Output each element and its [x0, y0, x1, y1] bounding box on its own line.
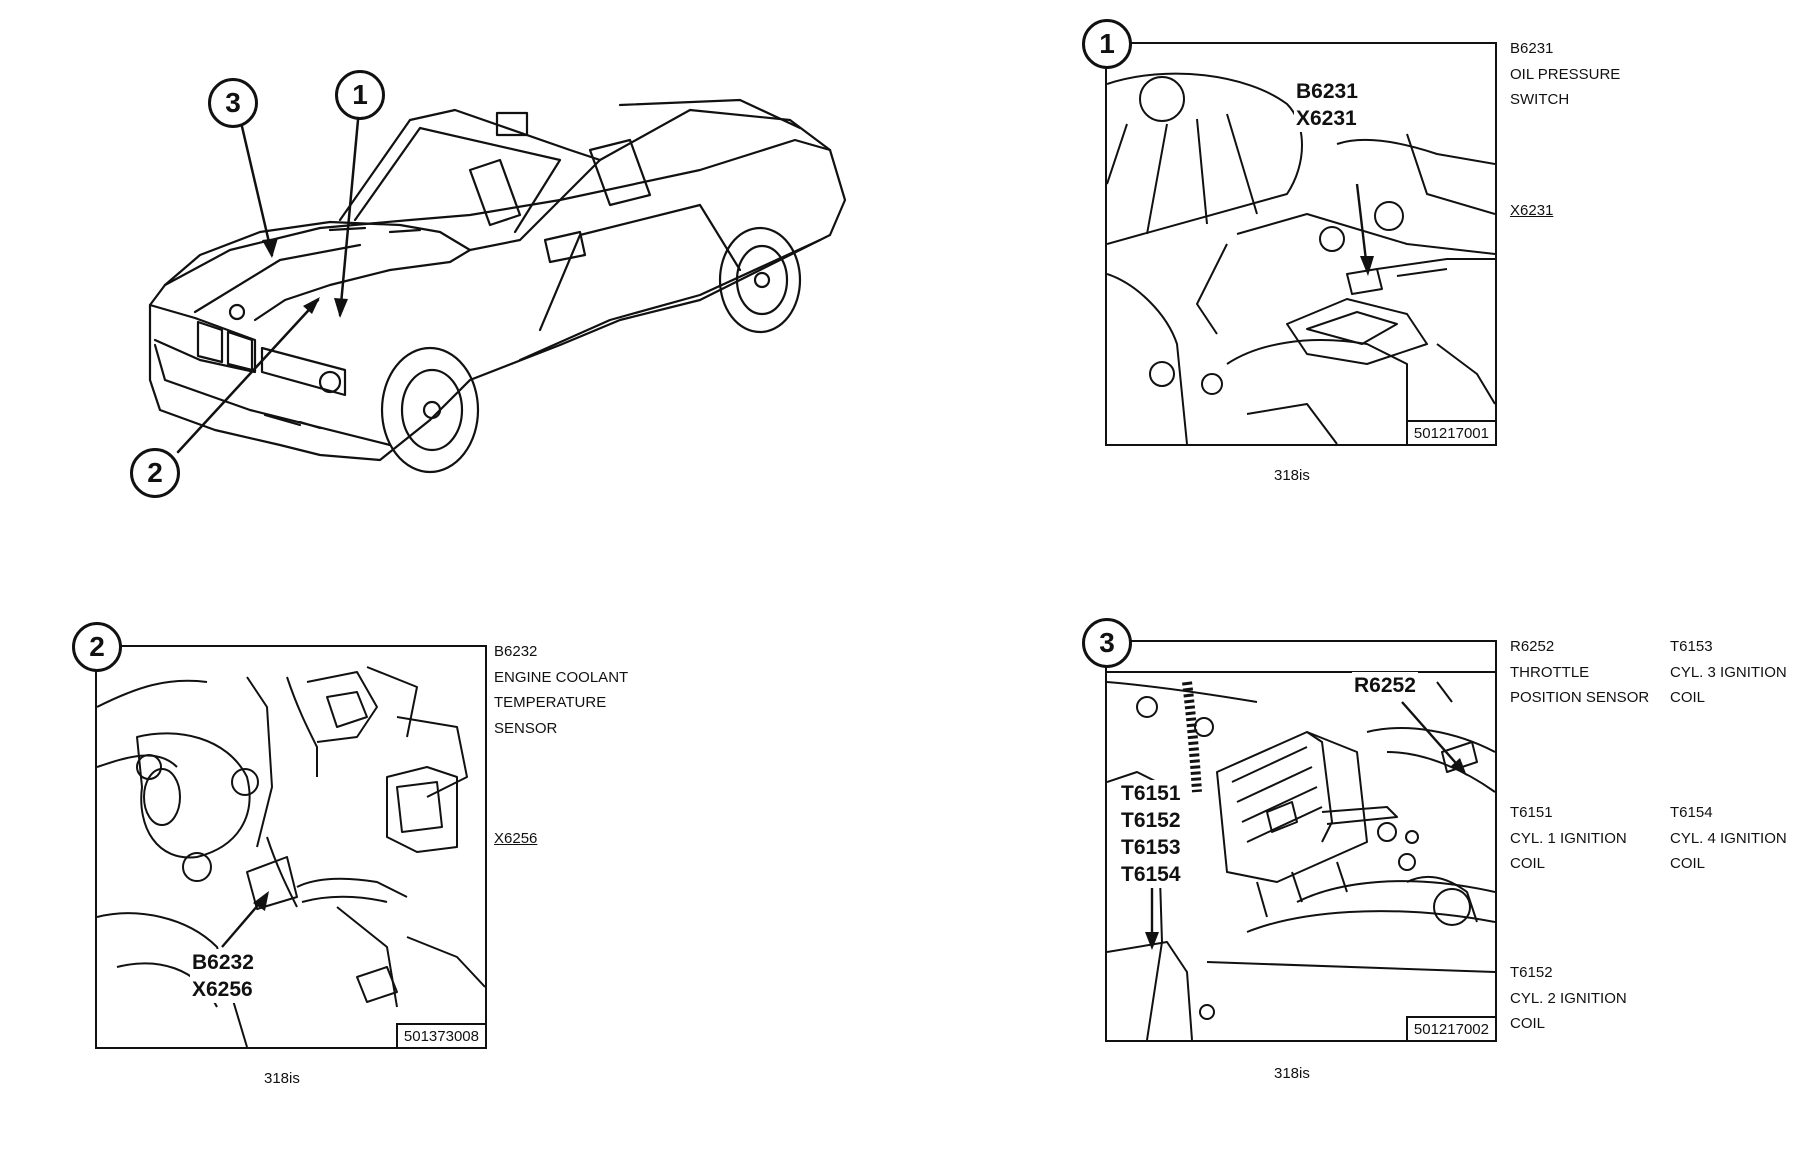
callout-3: 3 [208, 78, 258, 128]
label-t6151: T6151 [1119, 780, 1183, 807]
caption-r6252: R6252 THROTTLE POSITION SENSOR [1510, 638, 1650, 706]
panel-1-oil-pressure-switch: B6231 X6231 501217001 [1105, 42, 1497, 446]
variant-label: 318is [264, 1070, 300, 1087]
panel-2-coolant-temp-sensor: B6232 X6256 501373008 [95, 645, 487, 1049]
callout-1: 1 [335, 70, 385, 120]
variant-label: 318is [1274, 467, 1310, 484]
label-b6231: B6231 [1294, 78, 1360, 105]
label-t6153: T6153 [1119, 834, 1183, 861]
engine-detail-drawing [1107, 72, 1495, 444]
caption-t6151: T6151 CYL. 1 IGNITION COIL [1510, 804, 1627, 872]
callout-2: 2 [130, 448, 180, 498]
caption-x6256: X6256 [494, 830, 538, 847]
figure-id: 501217002 [1405, 1016, 1495, 1040]
caption-b6232: B6232 ENGINE COOLANT TEMPERATURE SENSOR [494, 643, 629, 737]
variant-label: 318is [1274, 1065, 1310, 1082]
car-overview-illustration: 3 1 2 [0, 0, 900, 520]
caption-b6231: B6231 OIL PRESSURE SWITCH [1510, 40, 1621, 108]
caption-t6153: T6153 CYL. 3 IGNITION COIL [1670, 638, 1787, 706]
panel-2-number: 2 [72, 622, 122, 672]
caption-t6154: T6154 CYL. 4 IGNITION COIL [1670, 804, 1787, 872]
figure-id: 501217001 [1405, 420, 1495, 444]
figure-id: 501373008 [395, 1023, 485, 1047]
label-x6256: X6256 [190, 976, 255, 1003]
label-r6252: R6252 [1352, 672, 1418, 699]
panel-3-number: 3 [1082, 618, 1132, 668]
caption-t6152: T6152 CYL. 2 IGNITION COIL [1510, 964, 1627, 1032]
label-x6231: X6231 [1294, 105, 1359, 132]
label-b6232: B6232 [190, 949, 256, 976]
label-t6152: T6152 [1119, 807, 1183, 834]
engine-detail-drawing [97, 666, 485, 1047]
car-drawing [148, 98, 847, 474]
label-t6154: T6154 [1119, 861, 1183, 888]
panel-1-number: 1 [1082, 19, 1132, 69]
panel-3-ignition-coils: R6252 T6151 T6152 T6153 T6154 501217002 [1105, 640, 1497, 1042]
caption-x6231: X6231 [1510, 202, 1554, 219]
